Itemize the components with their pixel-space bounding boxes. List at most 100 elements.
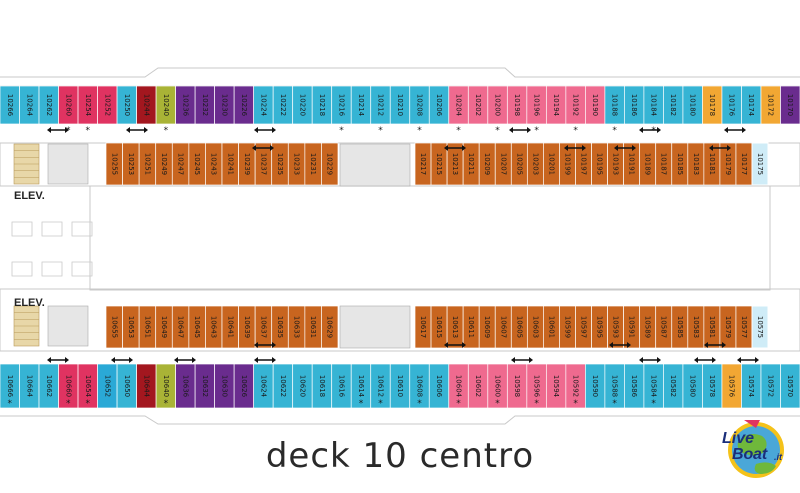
top-outer-cabin-number: 10232 [201,94,209,116]
bottom-inner-cabin-number: 10577 [740,316,748,338]
bottom-outer-cabin-number: 10592 [572,375,580,397]
bottom-outer-accessible-marker: * [573,399,578,409]
connecting-door-top-outer-head [47,127,51,133]
bottom-inner-cabin [321,305,339,349]
hull-top-line [0,67,800,78]
top-inner-cabin-number: 10229 [326,153,334,175]
connecting-door-top-inner-head [632,145,636,151]
bottom-outer-cabin-number: 10584 [650,375,658,398]
top-inner-cabin-number: 10211 [467,153,475,175]
top-inner-cabin-number: 10193 [612,153,620,175]
top-inner-cabin-number: 10183 [692,153,700,175]
ship-structure [0,67,800,425]
top-outer-cabin-number: 10254 [84,94,92,117]
top-inner-cabin-number: 10215 [435,153,443,175]
bottom-inner-cabin-number: 10631 [309,316,317,338]
top-inner-cabin-number: 10195 [596,153,604,175]
bottom-inner-cabin-number: 10649 [160,316,168,338]
bottom-inner-cabin-number: 10641 [226,316,234,338]
connecting-door-top-inner-head [252,145,256,151]
stairwell-door [41,261,63,277]
bottom-outer-cabin-number: 10654 [84,375,92,398]
connecting-door-top-inner-head [564,145,568,151]
connecting-door-bottom-inner-head [722,342,726,348]
bottom-outer-cabin-number: 10572 [767,375,775,397]
connecting-door-top-outer-head [527,127,531,133]
bottom-outer-cabin-number: 10606 [435,375,443,398]
bottom-outer-cabin-number: 10590 [591,375,599,397]
bottom-outer-cabin-number: 10582 [669,375,677,397]
bottom-inner-cabin-number: 10617 [419,316,427,338]
bottom-outer-cabin-number: 10660 [64,375,72,397]
top-outer-cabin-number: 10250 [123,94,131,116]
top-outer-cabin-number: 10198 [513,94,521,116]
bottom-outer-cabin-number: 10626 [240,375,248,398]
top-outer-cabin-number: 10220 [298,94,306,116]
top-outer-accessible-marker: * [66,126,71,136]
connecting-door-bottom-outer-head [639,357,643,363]
top-inner-cabin-number: 10185 [676,153,684,175]
bottom-inner-cabin-number: 10651 [143,316,151,338]
top-inner-cabin-number: 10239 [243,153,251,175]
top-outer-accessible-marker: * [86,126,91,136]
top-inner-cabin-number: 10251 [143,153,151,175]
top-inner-cabin-number: 10247 [177,153,185,175]
bottom-outer-cabin-number: 10588 [611,375,619,397]
top-outer-cabin-number: 10188 [611,94,619,116]
bottom-outer-cabin-number: 10664 [25,375,33,398]
top-inner-cabin-number: 10199 [563,153,571,175]
logo-word-live: Live [722,430,755,447]
top-inner-cabin-number: 10179 [724,153,732,175]
top-outer-cabin-number: 10210 [396,94,404,116]
connecting-door-top-inner-head [582,145,586,151]
connecting-door-bottom-outer-head [192,357,196,363]
top-outer-cabin-number: 10184 [650,94,658,117]
top-outer-cabin-number: 10236 [181,94,189,117]
connecting-door-bottom-outer-head [529,357,533,363]
elevator-label-bottom: ELEV. [14,297,45,309]
top-inner-cabin [321,142,339,186]
connecting-door-bottom-inner-head [609,342,613,348]
bottom-outer-accessible-marker: * [164,399,169,409]
bottom-inner-cabin-number: 10595 [596,316,604,338]
bottom-outer-accessible-marker: * [456,399,461,409]
bottom-inner-cabin-number: 10587 [660,316,668,338]
bottom-outer-cabin-number: 10594 [552,375,560,398]
top-outer-cabin-number: 10176 [728,94,736,117]
bottom-outer-cabin-number: 10622 [279,375,287,397]
bottom-outer-cabin-number: 10578 [708,375,716,397]
bottom-outer-cabin-number: 10620 [298,375,306,397]
top-inner-cabin-number: 10253 [127,153,135,175]
connecting-door-bottom-outer-head [657,357,661,363]
connecting-door-top-outer-head [657,127,661,133]
bottom-inner-cabin-number: 10609 [483,316,491,338]
bottom-outer-accessible-marker: * [651,399,656,409]
top-inner-cabin-number: 10191 [628,153,636,175]
top-outer-accessible-marker: * [456,126,461,136]
bottom-inner-cabin-number: 10585 [676,316,684,338]
bottom-outer-cabin-number: 10600 [494,375,502,397]
bottom-outer-cabin-number: 10614 [357,375,365,398]
bottom-inner-cabin-number: 10603 [531,316,539,338]
connecting-door-top-inner-head [727,145,731,151]
logo-word-bo: Bo [732,446,754,463]
top-outer-cabin-number: 10204 [455,94,463,117]
bottom-inner-cabin-number: 10637 [259,316,267,338]
top-outer-cabin-number: 10208 [416,94,424,116]
top-outer-cabin-number: 10196 [533,94,541,117]
top-inner-cabin-number: 10181 [708,153,716,175]
top-outer-cabin-number: 10264 [25,94,33,117]
top-inner-cabin-number: 10241 [226,153,234,175]
top-outer-cabin-number: 10252 [103,94,111,116]
top-outer-cabin-number: 10194 [552,94,560,117]
bottom-outer-cabin-number: 10612 [376,375,384,397]
connecting-door-top-inner-head [270,145,274,151]
bottom-outer-cabin-number: 10644 [142,375,150,398]
service-room-bottom [339,305,411,349]
top-outer-cabin-number: 10186 [630,94,638,117]
top-outer-cabin-number: 10244 [142,94,150,117]
top-outer-cabin-number: 10202 [474,94,482,116]
top-outer-accessible-marker: * [339,126,344,136]
bottom-outer-cabin-number: 10640 [162,375,170,397]
